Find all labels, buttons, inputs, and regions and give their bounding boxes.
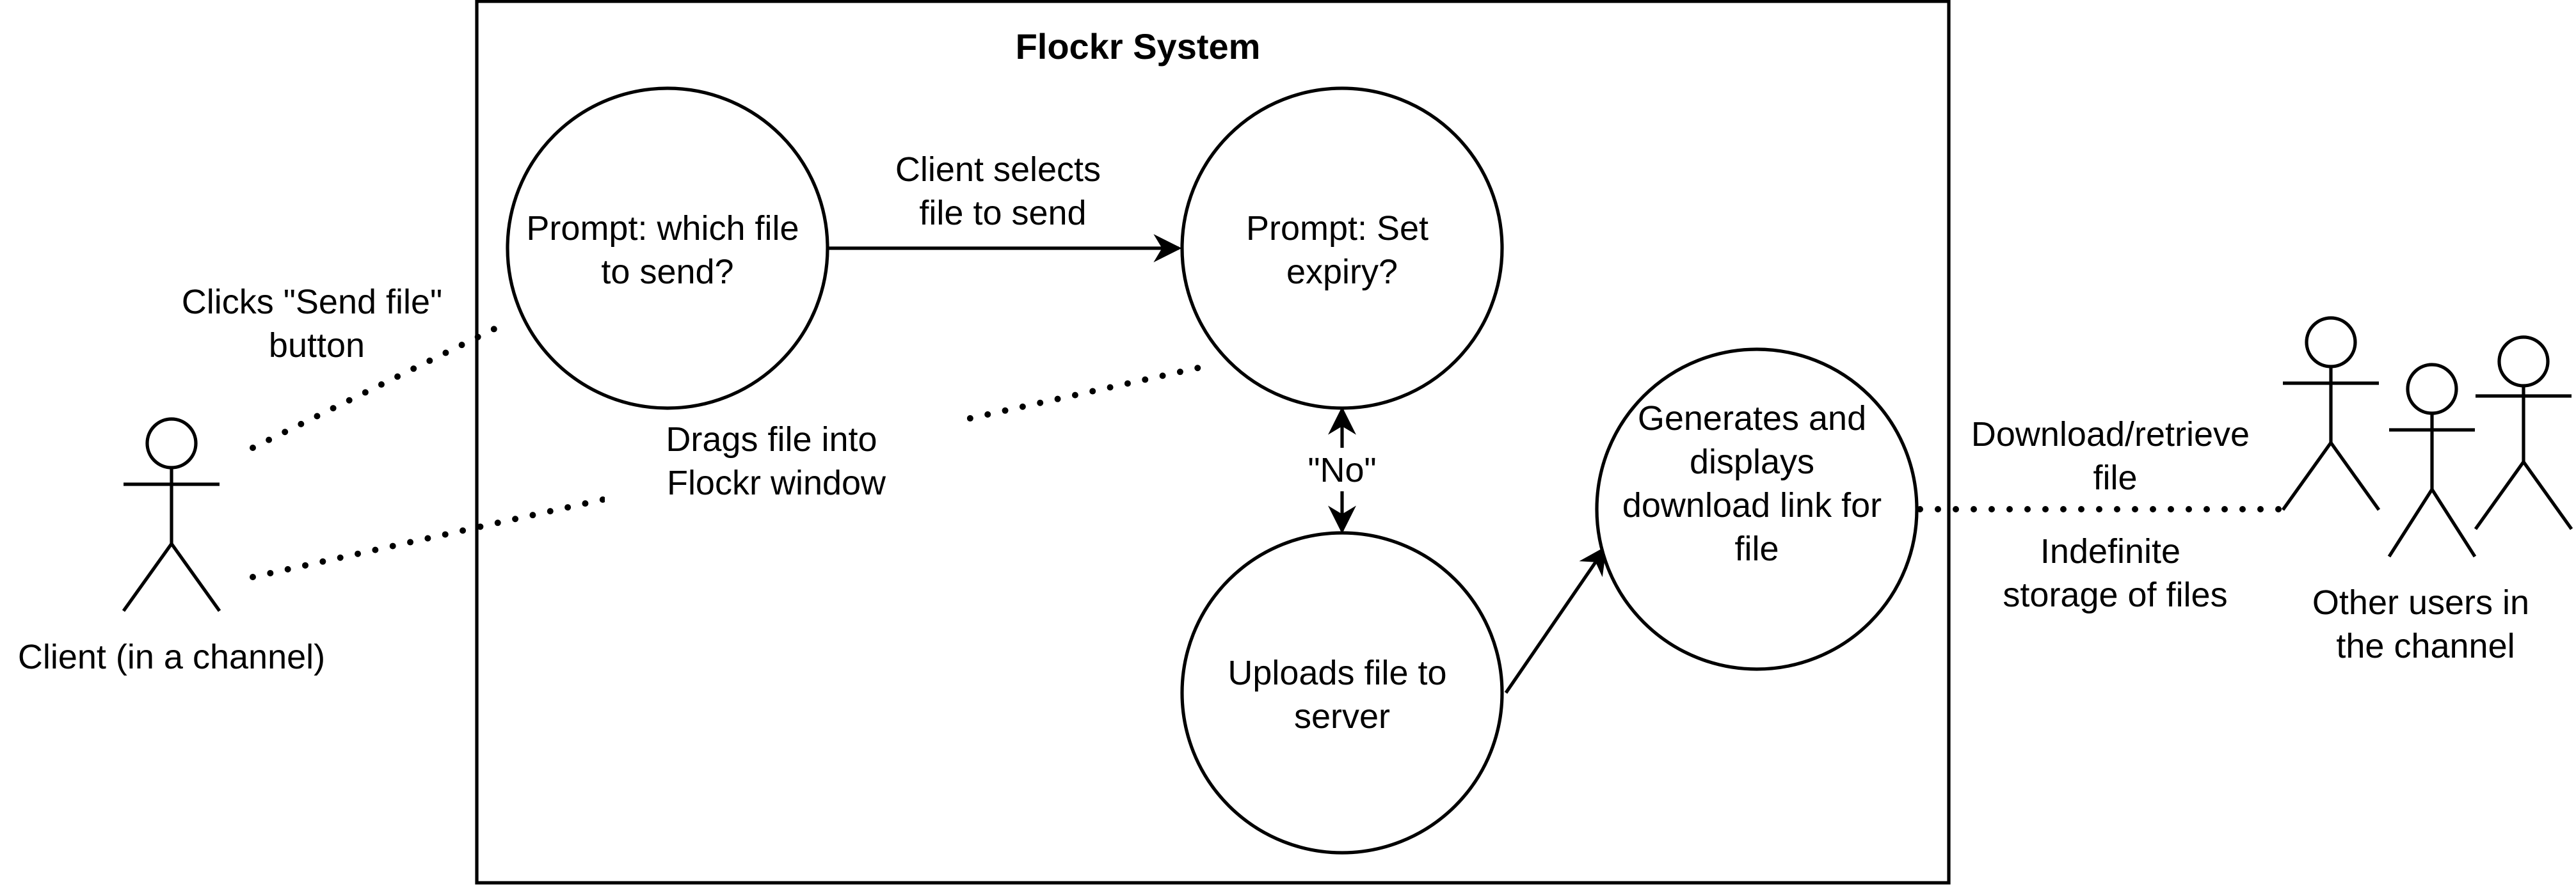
association-client-prompt-file (250, 319, 512, 451)
client-actor-left-leg (122, 542, 173, 612)
download-label: Download/retrieve file (1971, 415, 2259, 497)
other-user-actor-1 (2281, 316, 2381, 511)
use-case-prompt-file-label: Prompt: which file to send? (526, 209, 808, 291)
use-case-upload-label: Uploads file to server (1228, 654, 1456, 736)
drags-label-background (605, 415, 960, 504)
use-case-generate-link-label: Generates and displays download link for… (1622, 399, 1891, 568)
other-user-3-head (2497, 335, 2550, 388)
no-label-background (1299, 448, 1385, 491)
client-selects-label: Client selects file to send (895, 150, 1110, 232)
other-user-1-right-leg (2329, 441, 2381, 511)
arrow-upload-to-link (1504, 546, 1607, 694)
clicks-send-label: Clicks "Send file" button (182, 283, 452, 365)
other-user-2-right-leg (2430, 488, 2477, 558)
use-case-prompt-expiry (1180, 86, 1504, 410)
system-title: Flockr System (1016, 26, 1261, 67)
client-actor-label: Client (in a channel) (18, 638, 325, 676)
association-client-prompt-expiry (250, 361, 1216, 580)
other-user-actor-3 (2474, 335, 2573, 530)
other-user-3-left-leg (2474, 461, 2525, 530)
use-case-generate-link (1595, 347, 1919, 671)
client-actor (122, 417, 221, 612)
client-actor-head (145, 417, 198, 470)
other-users-label: Other users in the channel (2312, 583, 2539, 665)
use-case-prompt-expiry-label: Prompt: Set expiry? (1246, 209, 1438, 291)
other-user-3-right-leg (2522, 461, 2573, 530)
use-case-upload (1180, 531, 1504, 855)
no-label: "No" (1308, 451, 1376, 489)
other-user-actor-2 (2387, 363, 2477, 558)
client-actor-right-leg (170, 542, 221, 612)
use-case-prompt-file (506, 86, 829, 410)
other-user-2-head (2406, 363, 2458, 415)
other-user-1-left-leg (2281, 441, 2333, 511)
other-user-1-head (2305, 316, 2357, 368)
storage-label: Indefinite storage of files (2003, 532, 2227, 614)
other-user-2-left-leg (2387, 488, 2434, 558)
drags-file-label: Drags file into Flockr window (666, 420, 886, 502)
